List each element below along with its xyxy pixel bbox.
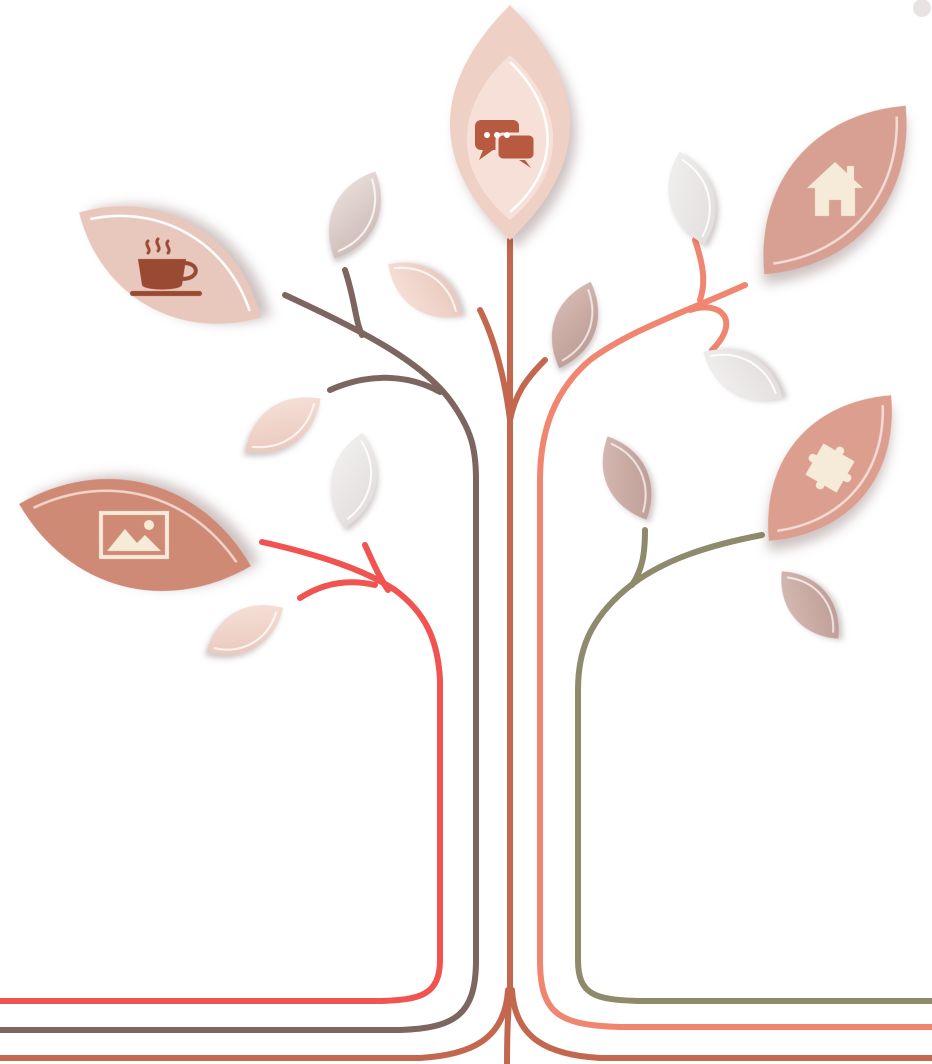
branch-brown-twig bbox=[327, 267, 443, 395]
branches bbox=[0, 237, 932, 1064]
leaf-puzzle bbox=[768, 395, 892, 541]
coffee-cup-icon bbox=[130, 237, 202, 296]
branch-salmon bbox=[537, 282, 932, 1030]
branch-olive bbox=[575, 532, 932, 1004]
corner-dot bbox=[913, 0, 931, 17]
branch-trunk-base-right bbox=[509, 987, 932, 1061]
small-leaf bbox=[551, 281, 599, 369]
branch-trunk-base-left bbox=[0, 987, 511, 1061]
small-leaf bbox=[329, 171, 381, 259]
puzzle-piece-icon bbox=[805, 443, 855, 493]
branch-trunk bbox=[504, 237, 513, 1064]
home-icon bbox=[807, 162, 863, 216]
branch-brown bbox=[0, 292, 479, 1033]
small-leaves bbox=[206, 0, 931, 655]
chat-bubbles-icon bbox=[475, 120, 537, 168]
small-leaf bbox=[781, 571, 839, 639]
small-leaf bbox=[388, 262, 462, 318]
image-icon bbox=[99, 511, 169, 559]
leaf-image bbox=[19, 478, 251, 592]
leaf-chat bbox=[449, 5, 571, 240]
branch-red-twig bbox=[297, 542, 391, 601]
branch-trunk-fork bbox=[477, 307, 548, 423]
small-leaf bbox=[668, 151, 716, 245]
leaf-home bbox=[763, 105, 907, 275]
branch-olive-twig bbox=[629, 527, 648, 588]
small-leaf bbox=[602, 436, 652, 520]
branch-red bbox=[0, 539, 443, 1004]
small-leaf bbox=[206, 605, 284, 655]
small-leaf bbox=[330, 432, 378, 528]
leaf-coffee bbox=[79, 206, 261, 324]
small-leaf bbox=[245, 397, 321, 453]
branch-salmon-twig bbox=[687, 237, 730, 353]
small-leaf bbox=[703, 349, 783, 401]
